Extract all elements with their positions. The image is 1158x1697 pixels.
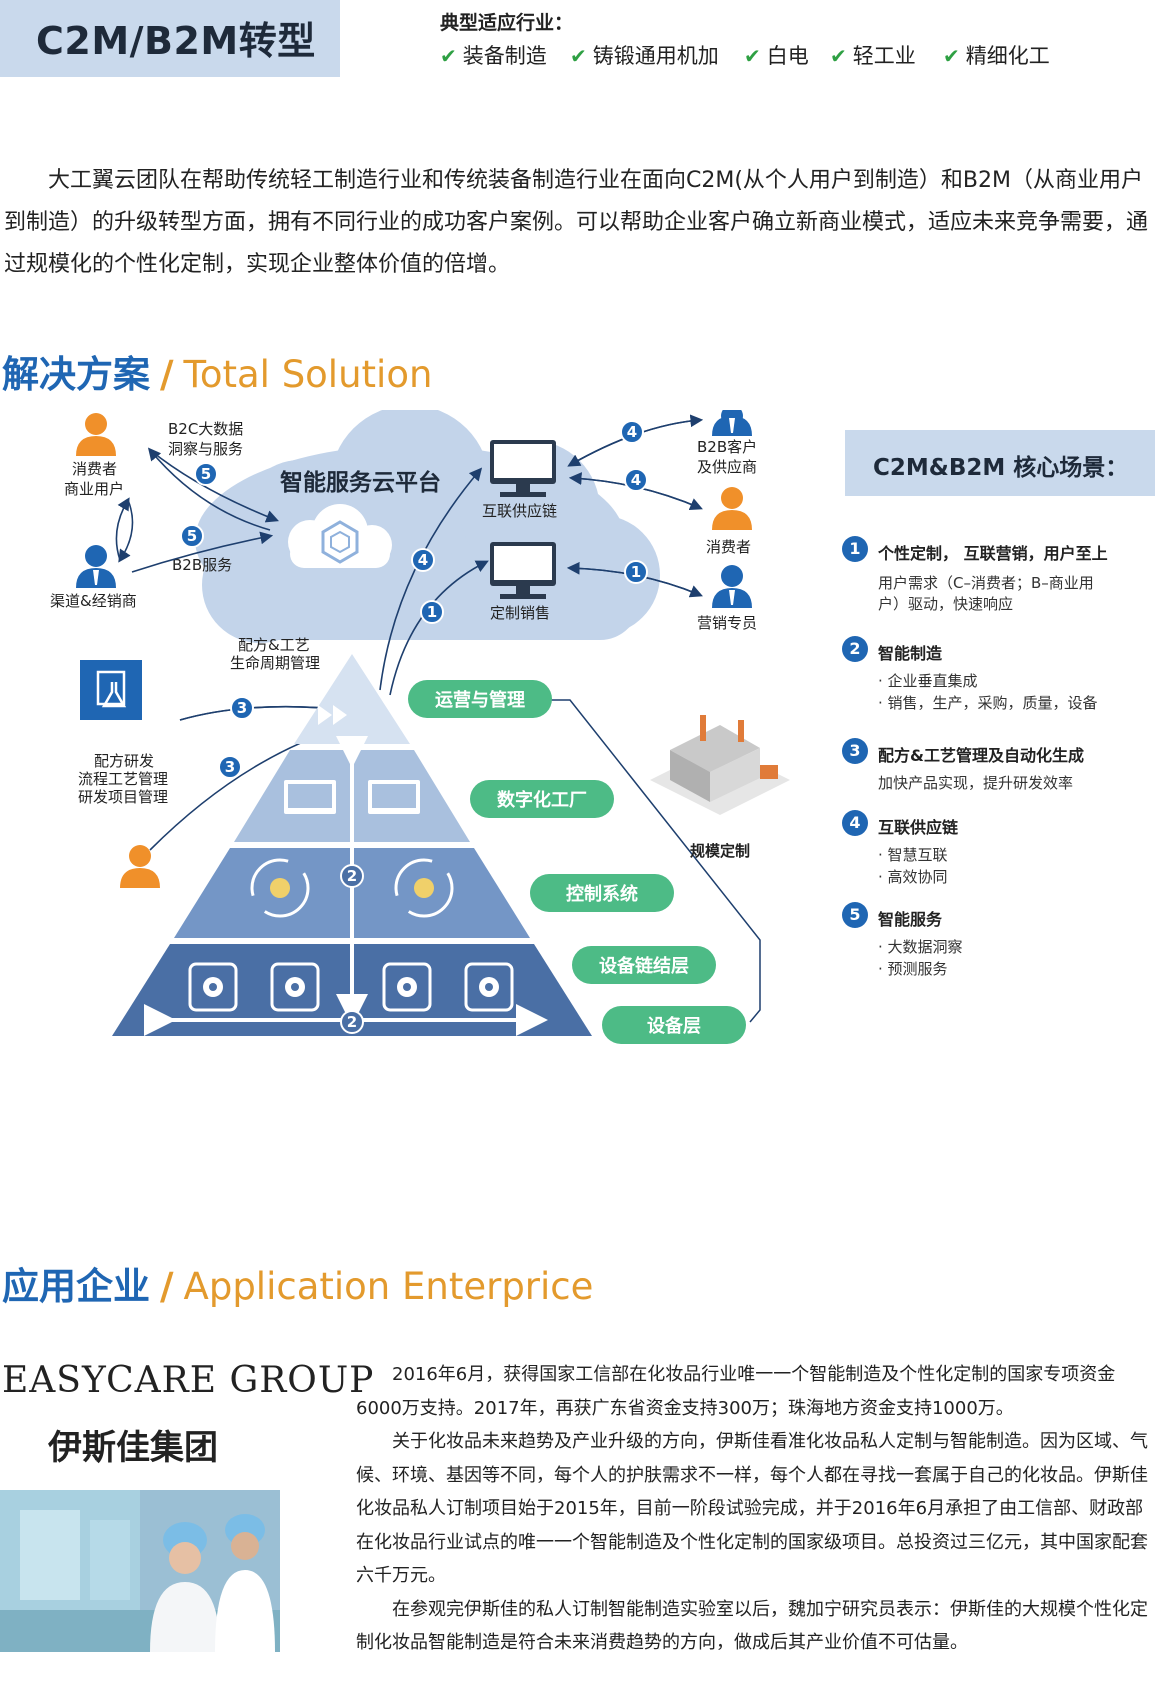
rd-label: 配方研发 xyxy=(94,752,154,770)
flask-document-icon xyxy=(80,660,142,720)
checkbox-icon: ✔ xyxy=(744,44,761,68)
monitor-icon xyxy=(490,440,556,497)
layer-control-system: 控制系统 xyxy=(566,883,638,905)
scenario-title: 智能服务 xyxy=(878,910,943,929)
pyramid: 2 2 xyxy=(112,654,592,1036)
svg-text:4: 4 xyxy=(418,551,428,569)
industry-item: ✔白电 xyxy=(744,44,809,68)
solution-diagram: 智能服务云平台 互联供应链 定制销售 消费者 商业用户 渠道&经销商 B2C大数… xyxy=(50,410,790,1044)
scenario-number: 4 xyxy=(842,810,868,836)
checkbox-icon: ✔ xyxy=(830,44,847,68)
layer-equipment: 设备层 xyxy=(647,1015,701,1037)
process-label: 流程工艺管理 xyxy=(78,770,168,788)
svg-text:4: 4 xyxy=(631,471,641,489)
scenario-line: 加快产品实现，提升研发效率 xyxy=(878,774,1074,792)
industry-item: ✔铸锻通用机加 xyxy=(570,44,719,68)
story-paragraph: 2016年6月，获得国家工信部在化妆品行业唯一一个智能制造及个性化定制的国家专项… xyxy=(356,1364,1116,1419)
svg-text:4: 4 xyxy=(627,423,637,441)
svg-text:2: 2 xyxy=(347,1013,357,1031)
svg-text:3: 3 xyxy=(237,699,247,717)
user-icon-blue xyxy=(712,410,752,436)
company-logo: EASYCARE GROUP xyxy=(2,1360,375,1401)
lab-photo xyxy=(0,1490,280,1652)
scenario-number: 2 xyxy=(842,636,868,662)
lifecycle-management-label: 生命周期管理 xyxy=(230,654,320,672)
b2b-service-label: B2B服务 xyxy=(172,556,232,574)
user-icon-orange xyxy=(120,845,160,888)
checkbox-icon: ✔ xyxy=(440,44,457,68)
step-badges: 5 5 4 4 1 4 1 3 3 xyxy=(180,420,648,779)
b2b-customer-label: B2B客户 xyxy=(697,438,757,456)
cloud-title: 智能服务云平台 xyxy=(280,469,441,496)
scenario-line: 户）驱动，快速响应 xyxy=(878,595,1014,613)
cloud-platform-icon xyxy=(288,504,392,568)
svg-text:5: 5 xyxy=(187,527,197,545)
scenario-line: · 大数据洞察 xyxy=(878,938,963,956)
svg-text:1: 1 xyxy=(631,563,641,581)
layer-digital-factory: 数字化工厂 xyxy=(497,789,587,811)
layer-pill xyxy=(408,680,552,718)
scale-custom-label: 规模定制 xyxy=(690,842,750,860)
consumer-label: 消费者 xyxy=(72,460,117,478)
scenario-title: 配方&工艺管理及自动化生成 xyxy=(878,746,1084,765)
industry-item: ✔轻工业 xyxy=(830,44,916,68)
supplier-label: 及供应商 xyxy=(697,458,757,476)
channel-label: 渠道&经销商 xyxy=(50,592,137,610)
layer-pill xyxy=(572,946,716,984)
user-icon-blue xyxy=(76,545,116,588)
scenario-title: 个性定制， 互联营销，用户至上 xyxy=(878,544,1108,563)
svg-text:3: 3 xyxy=(225,758,235,776)
industry-item: ✔精细化工 xyxy=(943,44,1050,68)
formula-lifecycle-label: 配方&工艺 xyxy=(238,636,310,654)
page-title: C2M/B2M转型 xyxy=(36,19,316,63)
factory-icon xyxy=(650,715,790,815)
company-name: 伊斯佳集团 xyxy=(48,1428,218,1468)
svg-text:5: 5 xyxy=(201,465,211,483)
story-paragraph: 在参观完伊斯佳的私人订制智能制造实验室以后，魏加宁研究员表示：伊斯佳的大规模个性… xyxy=(356,1598,1148,1654)
connector-line xyxy=(548,699,761,1023)
b2c-label: B2C大数据 xyxy=(168,420,243,438)
user-icon-orange xyxy=(76,413,116,456)
section-heading-solution: 解决方案/Total Solution xyxy=(2,353,433,396)
scenario-line: · 企业垂直集成 xyxy=(878,672,978,690)
company-story: 2016年6月，获得国家工信部在化妆品行业唯一一个智能制造及个性化定制的国家专项… xyxy=(356,1358,1152,1660)
custom-sales-label: 定制销售 xyxy=(490,604,550,622)
project-label: 研发项目管理 xyxy=(78,788,168,806)
layer-equipment-link: 设备链结层 xyxy=(599,955,689,977)
intro-paragraph: 大工翼云团队在帮助传统轻工制造行业和传统装备制造行业在面向C2M(从个人用户到制… xyxy=(4,168,1149,277)
b2c-label-2: 洞察与服务 xyxy=(168,440,243,458)
checkbox-icon: ✔ xyxy=(943,44,960,68)
industries-label: 典型适应行业： xyxy=(440,12,574,34)
core-scenarios-title: C2M&B2M 核心场景： xyxy=(873,455,1129,481)
scenario-line: 用户需求（C–消费者；B–商业用 xyxy=(878,574,1094,592)
scenario-line: · 智慧互联 xyxy=(878,846,948,864)
user-icon-orange xyxy=(712,487,752,530)
layer-pill xyxy=(602,1006,746,1044)
scenario-number: 5 xyxy=(842,902,868,928)
svg-text:2: 2 xyxy=(347,867,357,885)
scenario-title: 智能制造 xyxy=(878,644,943,663)
layer-operations: 运营与管理 xyxy=(435,689,525,711)
scenario-line: · 销售，生产，采购，质量，设备 xyxy=(878,694,1098,712)
supply-chain-label: 互联供应链 xyxy=(482,502,557,520)
user-icon-blue xyxy=(712,565,752,608)
business-user-label: 商业用户 xyxy=(64,480,124,498)
svg-text:1: 1 xyxy=(427,603,437,621)
scenario-number: 3 xyxy=(842,738,868,764)
story-paragraph: 关于化妆品未来趋势及产业升级的方向，伊斯佳看准化妆品私人定制与智能制造。因为区域… xyxy=(356,1431,1148,1586)
scenario-title: 互联供应链 xyxy=(878,818,959,837)
title-banner xyxy=(0,0,340,77)
scenario-line: · 预测服务 xyxy=(878,960,948,978)
consumer-right-label: 消费者 xyxy=(706,538,751,556)
scenario-number: 1 xyxy=(842,536,868,562)
checkbox-icon: ✔ xyxy=(570,44,587,68)
scenario-line: · 高效协同 xyxy=(878,868,948,886)
layer-pill xyxy=(530,874,674,912)
industry-item: ✔装备制造 xyxy=(440,44,547,68)
core-scenarios-banner xyxy=(845,430,1155,496)
marketing-label: 营销专员 xyxy=(697,614,757,632)
monitor-icon xyxy=(490,542,556,599)
section-heading-enterprise: 应用企业/Application Enterprice xyxy=(2,1265,594,1308)
layer-pill xyxy=(470,780,614,818)
